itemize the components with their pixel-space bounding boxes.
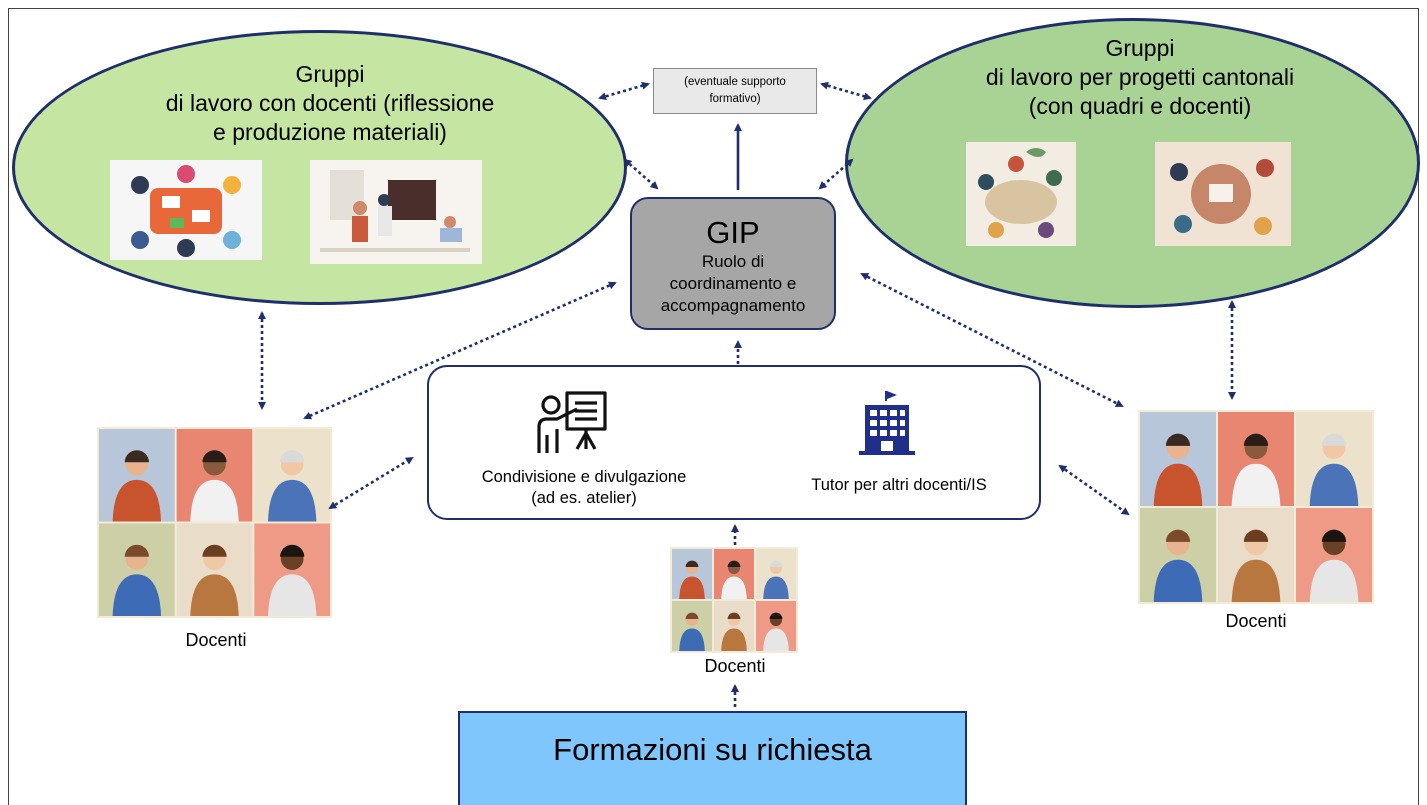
- project-photo-1: [966, 142, 1076, 246]
- connector-gip-teachers-left: [303, 281, 617, 420]
- teacher-portrait: [672, 549, 712, 599]
- left-group-title-line: e produzione materiali): [213, 119, 447, 145]
- teacher-portraits: [672, 549, 796, 651]
- sharing-label: Condivisione e divulgazione (ad es. atel…: [449, 467, 719, 509]
- gip-box: GIP Ruolo di coordinamento e accompagnam…: [630, 197, 836, 330]
- right-group-title-line: (con quadri e docenti): [1028, 93, 1252, 119]
- left-group-title-line: Gruppi: [295, 61, 365, 87]
- diagram-frame: [8, 8, 1419, 805]
- teachers-label-left: Docenti: [185, 630, 247, 650]
- training-request-label: Formazioni su richiesta: [553, 732, 872, 767]
- teacher-portrait: [1140, 508, 1216, 602]
- meeting-table-illustration: [110, 160, 262, 260]
- training-support-line: (eventuale supporto: [684, 76, 786, 88]
- training-support-box: (eventuale supporto formativo): [653, 68, 817, 114]
- team-table-illustration: [966, 142, 1076, 246]
- teachers-grid-right: [1138, 410, 1374, 604]
- teacher-portrait: [254, 523, 330, 616]
- teacher-portrait: [176, 523, 253, 616]
- connector-left-group-gip: [623, 158, 659, 190]
- teacher-portrait: [714, 601, 754, 651]
- teacher-portraits: [1140, 412, 1372, 602]
- gip-title: GIP: [706, 215, 760, 250]
- teacher-portrait: [1218, 412, 1294, 506]
- teacher-portrait: [756, 601, 796, 651]
- right-group-title: Gruppi di lavoro per progetti cantonali …: [905, 34, 1375, 121]
- teachers-grid-left: [97, 427, 332, 618]
- gip-role-line: Ruolo di: [701, 252, 765, 271]
- gip-role-line: accompagnamento: [660, 296, 806, 315]
- teachers-grid-center: [670, 547, 798, 653]
- classroom-illustration: [310, 160, 482, 264]
- tutor-label: Tutor per altri docenti/IS: [811, 476, 987, 494]
- sharing-label-line: (ad es. atelier): [531, 489, 637, 507]
- teacher-portrait: [254, 429, 330, 522]
- sharing-label-line: Condivisione e divulgazione: [481, 468, 687, 486]
- left-group-title-line: di lavoro con docenti (riflessione: [165, 90, 495, 116]
- teacher-portrait: [1296, 412, 1372, 506]
- teachers-label-center: Docenti: [704, 656, 766, 676]
- gip-role-line: coordinamento e: [669, 274, 797, 293]
- teacher-portrait: [1140, 412, 1216, 506]
- teacher-portrait: [176, 429, 253, 522]
- teacher-portrait: [99, 429, 175, 522]
- teachers-label-right: Docenti: [1225, 611, 1287, 631]
- teacher-portrait: [756, 549, 796, 599]
- workspace-illustration: [1155, 142, 1291, 246]
- teacher-portraits: [99, 429, 330, 616]
- meeting-photo-2: [310, 160, 482, 264]
- connector-left-group-support: [598, 81, 650, 101]
- training-request-box: Formazioni su richiesta: [458, 711, 967, 805]
- training-support-line: formativo): [709, 93, 761, 105]
- right-group-ellipse: [845, 18, 1420, 308]
- right-group-title-line: di lavoro per progetti cantonali: [985, 64, 1295, 90]
- connector-gip-teachers-right: [860, 272, 1124, 408]
- connector-sharing-teachers-right: [1058, 464, 1130, 516]
- meeting-photo-1: [110, 160, 262, 260]
- left-group-title: Gruppi di lavoro con docenti (riflession…: [130, 60, 530, 147]
- teacher-portrait: [714, 549, 754, 599]
- teacher-portrait: [672, 601, 712, 651]
- connector-support-right-group: [820, 81, 872, 101]
- right-group-title-line: Gruppi: [1105, 35, 1175, 61]
- teacher-portrait: [99, 523, 175, 616]
- teacher-portrait: [1218, 508, 1294, 602]
- connector-teachers-left-sharing: [328, 456, 414, 510]
- project-photo-2: [1155, 142, 1291, 246]
- teacher-portrait: [1296, 508, 1372, 602]
- connector-right-group-gip: [818, 158, 854, 190]
